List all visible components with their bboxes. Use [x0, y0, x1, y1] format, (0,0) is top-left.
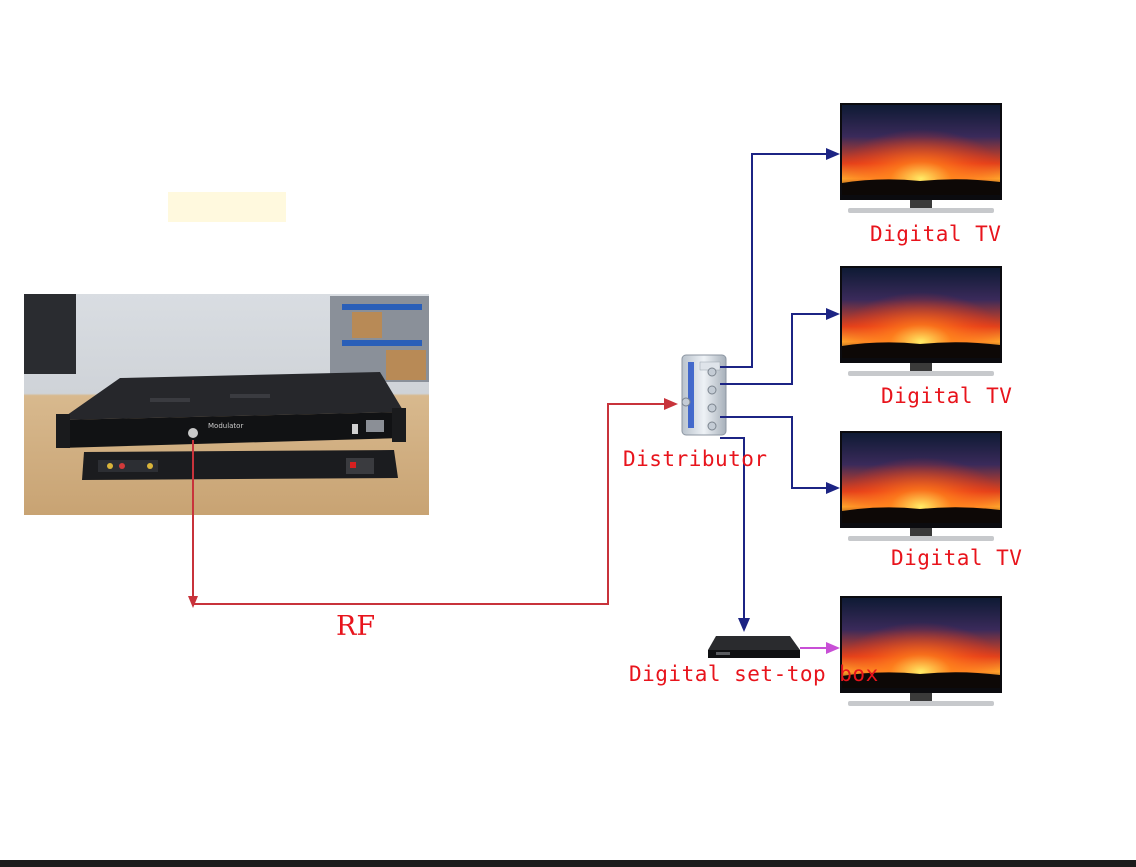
set-top-box-label: Digital set-top box — [629, 662, 879, 686]
modulator-panel-label: Modulator — [208, 422, 243, 430]
distributor-label: Distributor — [623, 447, 768, 471]
rf-arrow-right — [664, 398, 678, 410]
rf-arrow-down — [188, 596, 198, 608]
arrow-stb — [738, 618, 750, 632]
modulator-photo: Modulator — [24, 294, 429, 515]
tv-label-2: Digital TV — [881, 384, 1013, 408]
tv-icon-1 — [840, 103, 1002, 213]
set-top-box-icon — [708, 636, 800, 658]
rf-label: RF — [336, 611, 376, 642]
bottom-border — [0, 860, 1136, 867]
arrow-tv-4 — [826, 642, 840, 654]
tv-label-1: Digital TV — [870, 222, 1002, 246]
distribution-lines — [720, 153, 830, 620]
rf-cable — [192, 403, 668, 605]
arrow-tv-2 — [826, 308, 840, 320]
tv-icon-3 — [840, 431, 1002, 541]
arrow-tv-3 — [826, 482, 840, 494]
arrow-tv-1 — [826, 148, 840, 160]
distributor-icon — [681, 354, 727, 436]
tv-icon-2 — [840, 266, 1002, 376]
tv-icon-4 — [840, 596, 1002, 706]
tv-label-3: Digital TV — [891, 546, 1023, 570]
glare-patch — [168, 192, 286, 222]
